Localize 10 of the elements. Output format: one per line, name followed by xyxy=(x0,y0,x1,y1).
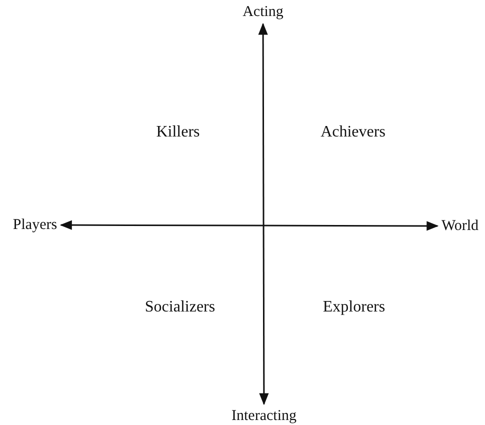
double-arrow xyxy=(60,220,439,231)
double-arrow xyxy=(258,22,269,406)
axis-label: Acting xyxy=(242,3,284,21)
axis-label: Players xyxy=(12,216,58,234)
quadrant-label: Explorers xyxy=(322,298,386,316)
quadrant-label: Achievers xyxy=(320,122,386,142)
axis-label: Interacting xyxy=(232,407,296,425)
quadrant-label: Socializers xyxy=(144,298,216,316)
axis-label: World xyxy=(441,217,479,235)
quadrant-label: Killers xyxy=(156,122,200,142)
